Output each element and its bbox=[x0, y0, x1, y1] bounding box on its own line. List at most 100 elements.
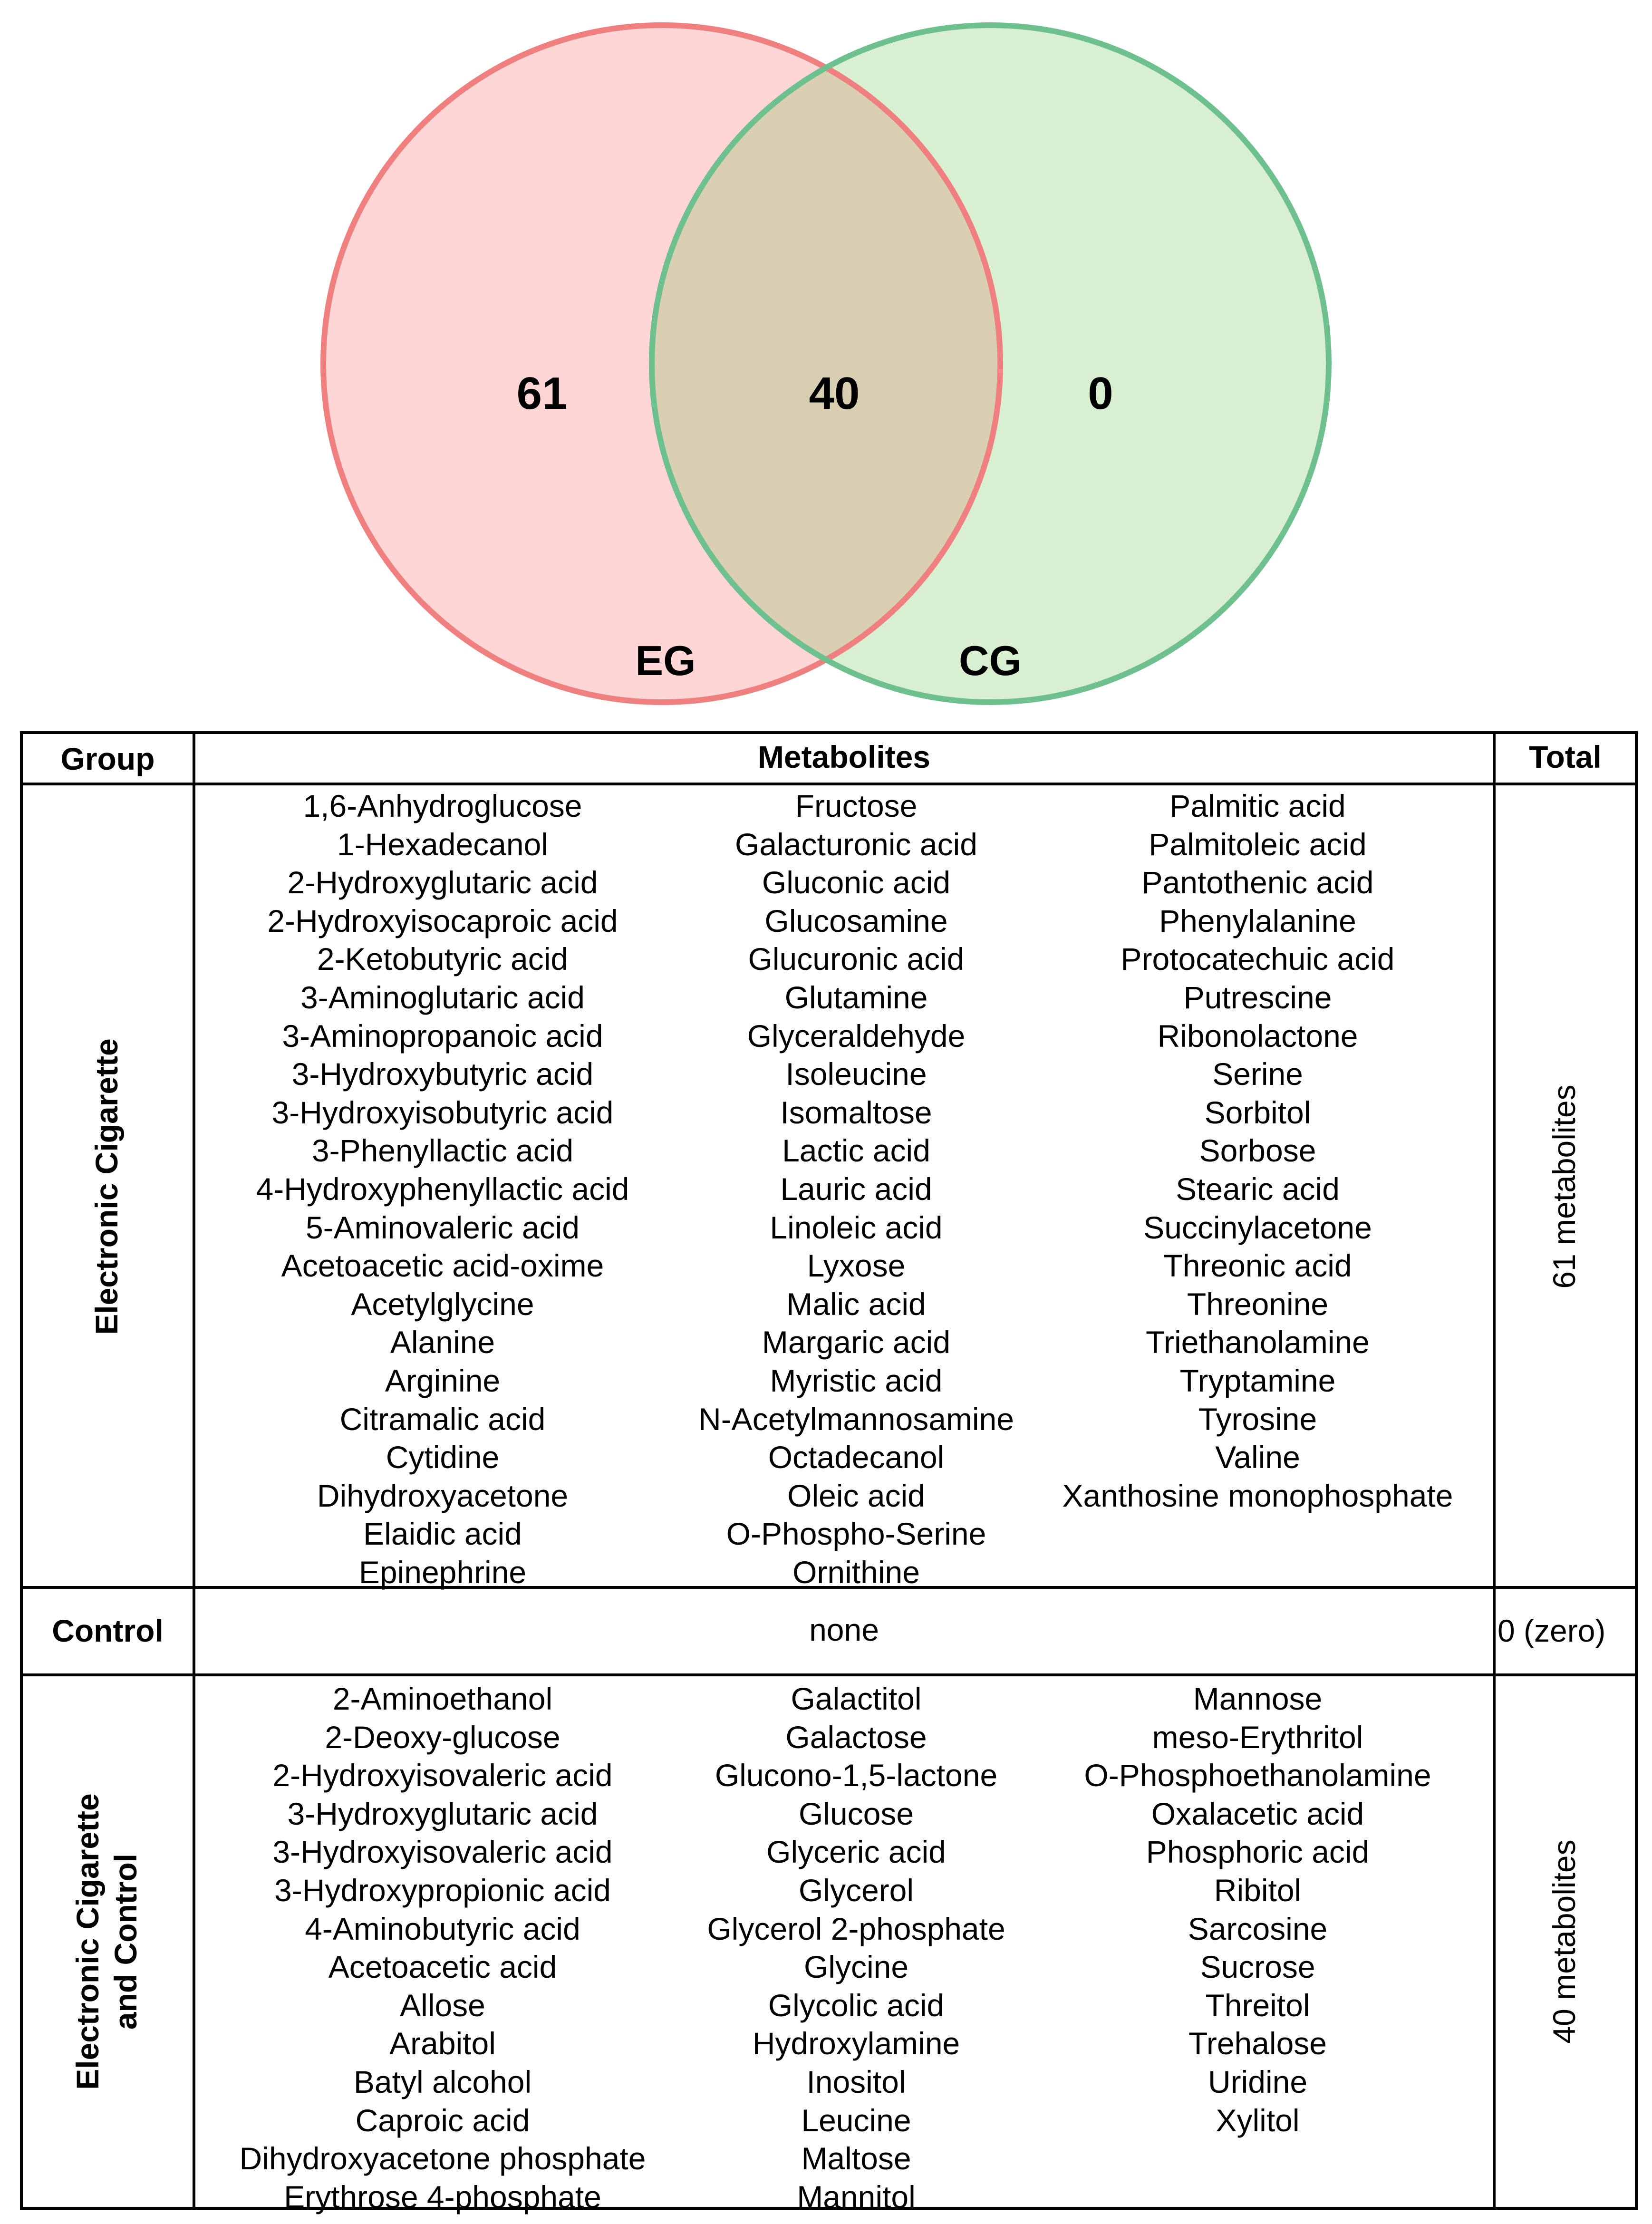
header-metabolites: Metabolites bbox=[757, 739, 931, 774]
list-item: Lauric acid bbox=[780, 1171, 932, 1207]
venn-label-cg: CG bbox=[959, 637, 1022, 684]
list-item: Glucose bbox=[798, 1796, 914, 1831]
list-item: Glyceraldehyde bbox=[747, 1018, 966, 1054]
list-item: Lyxose bbox=[807, 1248, 906, 1284]
list-item: Sorbitol bbox=[1204, 1094, 1311, 1130]
ec-metabolites-col-1: 1,6-Anhydroglucose 1-Hexadecanol 2-Hydro… bbox=[195, 787, 690, 1591]
table-col-divider-2 bbox=[1493, 731, 1496, 2210]
group-label-control: Control bbox=[52, 1613, 164, 1648]
list-item: Linoleic acid bbox=[770, 1209, 943, 1245]
list-item: 2-Hydroxyglutaric acid bbox=[287, 865, 598, 900]
list-item: Caproic acid bbox=[355, 2102, 530, 2138]
list-item: Galactitol bbox=[791, 1681, 922, 1716]
table-col-divider-1 bbox=[193, 731, 195, 2210]
list-item: Ornithine bbox=[792, 1554, 920, 1590]
list-item: Isoleucine bbox=[785, 1056, 927, 1092]
list-item: Trehalose bbox=[1188, 2026, 1327, 2061]
list-item: Elaidic acid bbox=[363, 1516, 522, 1552]
list-item: Glutamine bbox=[784, 979, 928, 1015]
list-item: 2-Deoxy-glucose bbox=[325, 1719, 560, 1755]
venn-diagram: 61 40 0 EG CG bbox=[320, 22, 1332, 705]
list-item: Glycerol 2-phosphate bbox=[707, 1911, 1005, 1946]
list-item: O-Phosphoethanolamine bbox=[1084, 1758, 1431, 1793]
table-border-bottom bbox=[20, 2207, 1638, 2210]
list-item: Margaric acid bbox=[762, 1325, 951, 1360]
list-item: Glycolic acid bbox=[768, 1987, 945, 2023]
list-item: Allose bbox=[400, 1987, 485, 2023]
list-item: Ribonolactone bbox=[1157, 1018, 1358, 1054]
list-item: Oxalacetic acid bbox=[1151, 1796, 1364, 1831]
list-item: 3-Hydroxypropionic acid bbox=[274, 1872, 611, 1908]
list-item: meso-Erythritol bbox=[1152, 1719, 1363, 1755]
list-item: Threonic acid bbox=[1163, 1248, 1352, 1284]
list-item: 3-Hydroxyisobutyric acid bbox=[271, 1094, 614, 1130]
list-item: Serine bbox=[1212, 1056, 1303, 1092]
list-item: Triethanolamine bbox=[1146, 1325, 1370, 1360]
list-item: Arabitol bbox=[389, 2026, 496, 2061]
list-item: Lactic acid bbox=[782, 1133, 930, 1169]
venn-label-eg: EG bbox=[635, 637, 696, 684]
list-item: Dihydroxyacetone phosphate bbox=[239, 2141, 646, 2176]
total-control: 0 (zero) bbox=[1497, 1613, 1606, 1648]
list-item: Isomaltose bbox=[780, 1094, 932, 1130]
table-row-divider-1 bbox=[20, 1586, 1638, 1589]
list-item: 2-Ketobutyric acid bbox=[317, 941, 569, 977]
list-item: Mannose bbox=[1193, 1681, 1323, 1716]
list-item: 2-Hydroxyisocaproic acid bbox=[267, 903, 618, 938]
list-item: Glycerol bbox=[798, 1872, 914, 1908]
list-item: 3-Hydroxyglutaric acid bbox=[287, 1796, 598, 1831]
group-label-electronic-cigarette: Electronic Cigarette bbox=[89, 1038, 124, 1335]
list-item: Sucrose bbox=[1200, 1949, 1315, 1985]
list-item: Xylitol bbox=[1216, 2102, 1300, 2138]
list-item: 1-Hexadecanol bbox=[337, 826, 548, 862]
header-total: Total bbox=[1529, 739, 1602, 774]
list-item: Sarcosine bbox=[1188, 1911, 1328, 1946]
table-row-divider-2 bbox=[20, 1673, 1638, 1676]
list-item: 4-Hydroxyphenyllactic acid bbox=[256, 1171, 629, 1207]
list-item: Ribitol bbox=[1214, 1872, 1302, 1908]
ec-metabolites-col-3: Palmitic acid Palmitoleic acid Pantothen… bbox=[1023, 787, 1493, 1515]
list-item: Protocatechuic acid bbox=[1121, 941, 1395, 977]
table-border-top bbox=[20, 731, 1638, 734]
list-item: Batyl alcohol bbox=[353, 2064, 532, 2099]
list-item: Hydroxylamine bbox=[752, 2026, 960, 2061]
list-item: Sorbose bbox=[1199, 1133, 1316, 1169]
ec-metabolites-col-2: Fructose Galacturonic acid Gluconic acid… bbox=[690, 787, 1023, 1591]
list-item: Inositol bbox=[806, 2064, 906, 2099]
list-item: Acetoacetic acid bbox=[328, 1949, 557, 1985]
list-item: 3-Hydroxybutyric acid bbox=[291, 1056, 594, 1092]
list-item: 2-Hydroxyisovaleric acid bbox=[272, 1758, 613, 1793]
total-ec-and-control: 40 metabolites bbox=[1546, 1839, 1582, 2044]
list-item: Myristic acid bbox=[770, 1363, 943, 1398]
list-item: Dihydroxyacetone bbox=[317, 1478, 569, 1513]
venn-count-both: 40 bbox=[809, 368, 860, 419]
list-item: Oleic acid bbox=[787, 1478, 925, 1513]
list-item: Threonine bbox=[1187, 1286, 1329, 1322]
ecc-metabolites-col-3: Mannose meso-Erythritol O-Phosphoethanol… bbox=[1023, 1680, 1493, 2139]
list-item: Phenylalanine bbox=[1159, 903, 1356, 938]
list-item: Acetoacetic acid-oxime bbox=[281, 1248, 604, 1284]
group-label-line-2: and Control bbox=[108, 1853, 143, 2030]
table-border-right bbox=[1635, 731, 1638, 2210]
list-item: Leucine bbox=[801, 2102, 911, 2138]
list-item: 1,6-Anhydroglucose bbox=[303, 788, 582, 823]
list-item: Glucosamine bbox=[764, 903, 948, 938]
list-item: Maltose bbox=[801, 2141, 911, 2176]
list-item: Xanthosine monophosphate bbox=[1062, 1478, 1453, 1513]
list-item: Acetylglycine bbox=[351, 1286, 534, 1322]
list-item: Octadecanol bbox=[768, 1440, 945, 1475]
list-item: Palmitoleic acid bbox=[1149, 826, 1367, 862]
list-item: 3-Aminopropanoic acid bbox=[282, 1018, 603, 1054]
group-label-line-1: Electronic Cigarette bbox=[70, 1793, 105, 2090]
list-item: Valine bbox=[1215, 1440, 1300, 1475]
list-item: Fructose bbox=[795, 788, 918, 823]
list-item: Glycine bbox=[803, 1949, 909, 1985]
venn-intersection bbox=[652, 25, 1000, 702]
total-electronic-cigarette: 61 metabolites bbox=[1546, 1084, 1582, 1289]
list-item: Pantothenic acid bbox=[1141, 865, 1374, 900]
list-item: Gluconic acid bbox=[762, 865, 951, 900]
list-item: 3-Hydroxyisovaleric acid bbox=[272, 1834, 613, 1870]
venn-count-cg-only: 0 bbox=[1088, 368, 1113, 419]
group-label-ec-and-control: Electronic Cigarette and Control bbox=[68, 1793, 145, 2090]
